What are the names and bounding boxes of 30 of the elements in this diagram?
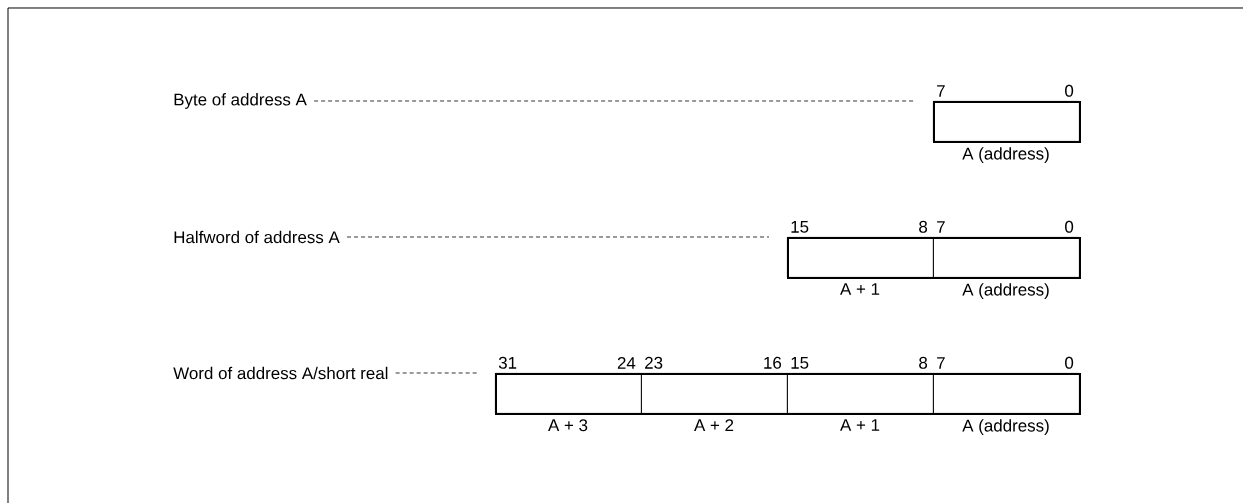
bit-number: 8 <box>919 356 928 369</box>
register-box <box>495 373 1081 415</box>
text-label: Word of address A/short real <box>173 366 388 380</box>
bit-number: 15 <box>791 220 809 233</box>
leader-line <box>313 100 916 102</box>
bit-number: 7 <box>937 221 945 233</box>
text-label: Halfword of address A <box>174 230 340 244</box>
bit-number: 7 <box>937 85 945 97</box>
address-label: A + 2 <box>694 419 734 431</box>
bit-number: 0 <box>1065 220 1074 233</box>
bit-number: 16 <box>764 356 782 369</box>
bit-number: 23 <box>645 356 663 369</box>
address-label: A (address) <box>962 419 1049 435</box>
address-label: A + 3 <box>548 419 588 432</box>
bit-number: 15 <box>791 356 809 369</box>
address-label: A (address) <box>962 147 1049 163</box>
leader-line <box>346 236 770 238</box>
bit-number: 0 <box>1065 84 1074 97</box>
leader-line <box>395 372 478 374</box>
register-box <box>787 237 1081 279</box>
register-box <box>933 101 1081 143</box>
address-label: A + 1 <box>840 283 880 295</box>
bit-number: 24 <box>617 356 636 369</box>
address-label: A (address) <box>962 283 1049 299</box>
address-label: A + 1 <box>840 419 880 431</box>
bit-number: 31 <box>498 356 517 369</box>
text-label: Byte of address A <box>174 93 307 109</box>
bit-number: 8 <box>919 220 928 233</box>
bit-number: 7 <box>937 357 945 369</box>
bit-number: 0 <box>1065 356 1074 369</box>
